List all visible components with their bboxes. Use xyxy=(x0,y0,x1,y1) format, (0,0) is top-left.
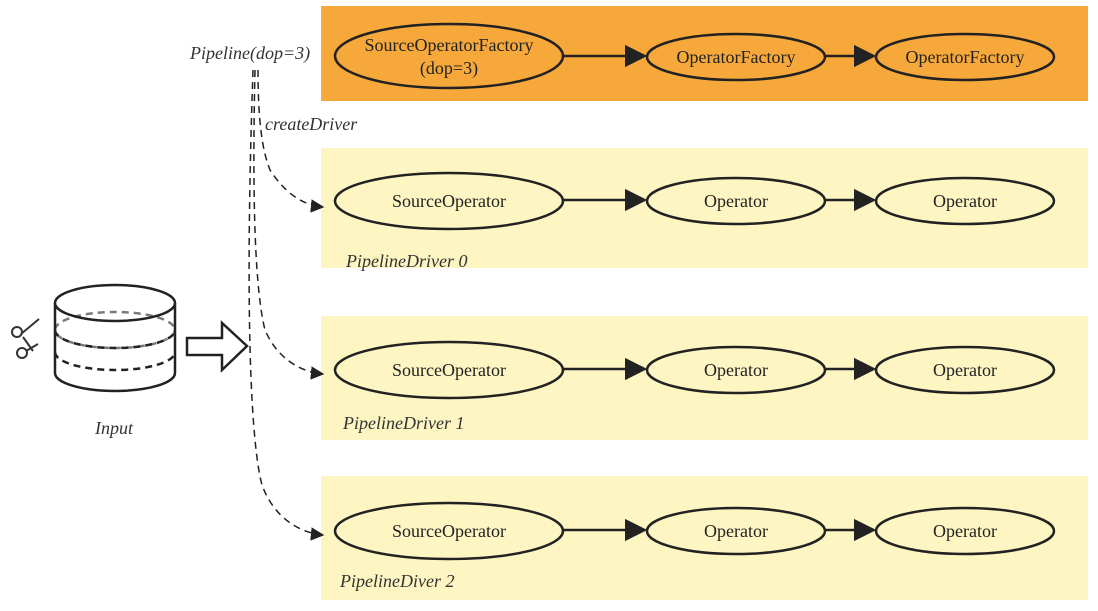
operator-label: Operator xyxy=(704,521,768,541)
database-icon xyxy=(53,283,177,393)
hollow-arrow-icon xyxy=(185,320,249,373)
source-operator-factory-node xyxy=(333,22,565,90)
operator-label: Operator xyxy=(933,360,997,380)
source-operator-label: SourceOperator xyxy=(392,360,506,380)
factory-row: SourceOperatorFactory (dop=3) OperatorFa… xyxy=(333,22,1056,90)
operator-node xyxy=(874,506,1056,556)
source-operator-node xyxy=(333,340,565,400)
driver-name: PipelineDriver 1 xyxy=(342,413,464,433)
operator-label: Operator xyxy=(933,521,997,541)
input-label: Input xyxy=(94,418,134,438)
pipeline-label: Pipeline(dop=3) xyxy=(189,43,310,64)
operator-node xyxy=(645,345,827,395)
source-operator-node xyxy=(333,171,565,231)
operator-label: Operator xyxy=(704,191,768,211)
source-operator-label: SourceOperator xyxy=(392,521,506,541)
pipeline-driver-1: SourceOperator Operator Operator Pipelin… xyxy=(333,340,1056,433)
create-driver-edges xyxy=(248,69,325,541)
driver-name: PipelineDiver 2 xyxy=(339,571,454,591)
operator-node xyxy=(874,345,1056,395)
source-operator-node xyxy=(333,501,565,561)
source-operator-label: SourceOperator xyxy=(392,191,506,211)
source-operator-factory-label: SourceOperatorFactory xyxy=(365,35,534,55)
pipeline-driver-0: SourceOperator Operator Operator Pipelin… xyxy=(333,171,1056,271)
source-operator-factory-dop: (dop=3) xyxy=(420,58,478,79)
operator-factory-label-2: OperatorFactory xyxy=(906,47,1025,67)
pipeline-driver-2: SourceOperator Operator Operator Pipelin… xyxy=(333,501,1056,591)
operator-factory-label-1: OperatorFactory xyxy=(677,47,796,67)
scissors-icon xyxy=(11,318,40,359)
create-driver-label: createDriver xyxy=(265,114,358,134)
operator-factory-node-2 xyxy=(874,32,1056,82)
create-edge-1 xyxy=(253,69,325,380)
driver-name: PipelineDriver 0 xyxy=(345,251,467,271)
operator-factory-node-1 xyxy=(645,32,827,82)
operator-node xyxy=(874,176,1056,226)
operator-label: Operator xyxy=(704,360,768,380)
operator-node xyxy=(645,506,827,556)
operator-node xyxy=(645,176,827,226)
operator-label: Operator xyxy=(933,191,997,211)
create-edge-2 xyxy=(248,69,325,541)
create-edge-0 xyxy=(257,69,325,213)
